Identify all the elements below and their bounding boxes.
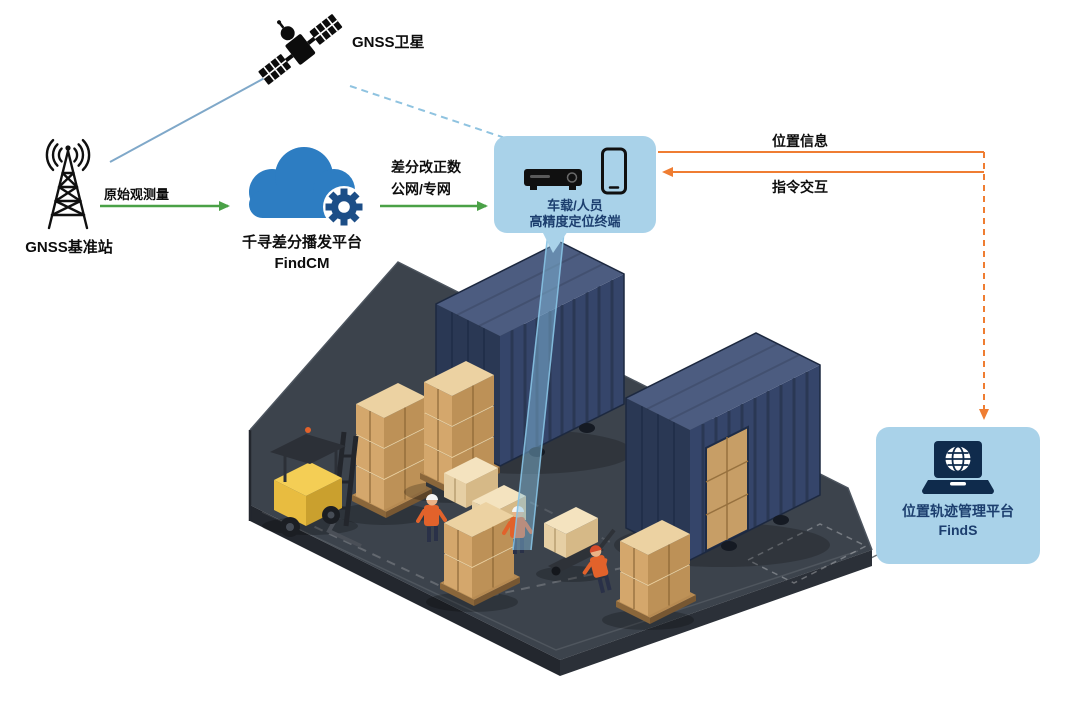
terminal-label-line2: 高精度定位终端	[529, 214, 621, 229]
satellite-label: GNSS卫星	[352, 34, 425, 51]
antenna-tower-glyph	[45, 138, 91, 230]
command-interaction-label: 指令交互	[772, 179, 828, 195]
raw-observation-label: 原始观测量	[104, 187, 170, 202]
terminal-label-line1: 车载/人员	[547, 198, 603, 213]
smartphone-icon	[601, 147, 627, 195]
pallet-stacks	[336, 360, 696, 630]
finds-label-subtitle: FindS	[938, 522, 978, 538]
terminal-panel: 车载/人员 高精度定位终端	[494, 136, 656, 233]
connector-position-info	[658, 151, 989, 420]
base-station-icon	[20, 138, 116, 234]
connector-satellite-base	[109, 73, 273, 163]
finds-label-title: 位置轨迹管理平台	[902, 503, 1014, 519]
container-2-open-door	[705, 425, 749, 553]
satellite-glyph	[258, 14, 343, 85]
cloud-platform-label: 千寻差分播发平台 FindCM	[223, 232, 381, 274]
diff-correction-label: 差分改正数 公网/专网	[391, 156, 461, 200]
connector-satellite-terminal	[349, 85, 515, 142]
laptop-globe-icon	[922, 441, 994, 495]
cloud-platform-title: 千寻差分播发平台	[241, 234, 362, 251]
warehouse-illustration	[248, 241, 873, 676]
worker-1	[416, 494, 447, 542]
finds-label: 位置轨迹管理平台 FindS	[902, 502, 1014, 540]
gear-icon	[325, 188, 363, 226]
worker-3	[582, 545, 612, 594]
diff-correction-line1: 差分改正数	[391, 159, 461, 175]
worker-2	[502, 506, 533, 554]
terminal-callout-tail	[542, 231, 568, 253]
base-station-label: GNSS基准站	[25, 239, 113, 256]
receiver-icon	[524, 169, 582, 190]
container-2	[625, 332, 821, 561]
cloud-icon	[230, 134, 380, 234]
diff-correction-line2: 公网/专网	[391, 181, 451, 197]
cloud-platform-subtitle: FindCM	[274, 255, 330, 272]
forklift	[262, 427, 362, 548]
terminal-icons	[522, 145, 628, 195]
finds-panel: 位置轨迹管理平台 FindS	[876, 427, 1040, 564]
satellite-icon	[250, 4, 350, 94]
position-info-label: 位置信息	[772, 133, 828, 149]
terminal-label: 车载/人员 高精度定位终端	[529, 198, 620, 230]
positioning-beam	[512, 231, 565, 551]
